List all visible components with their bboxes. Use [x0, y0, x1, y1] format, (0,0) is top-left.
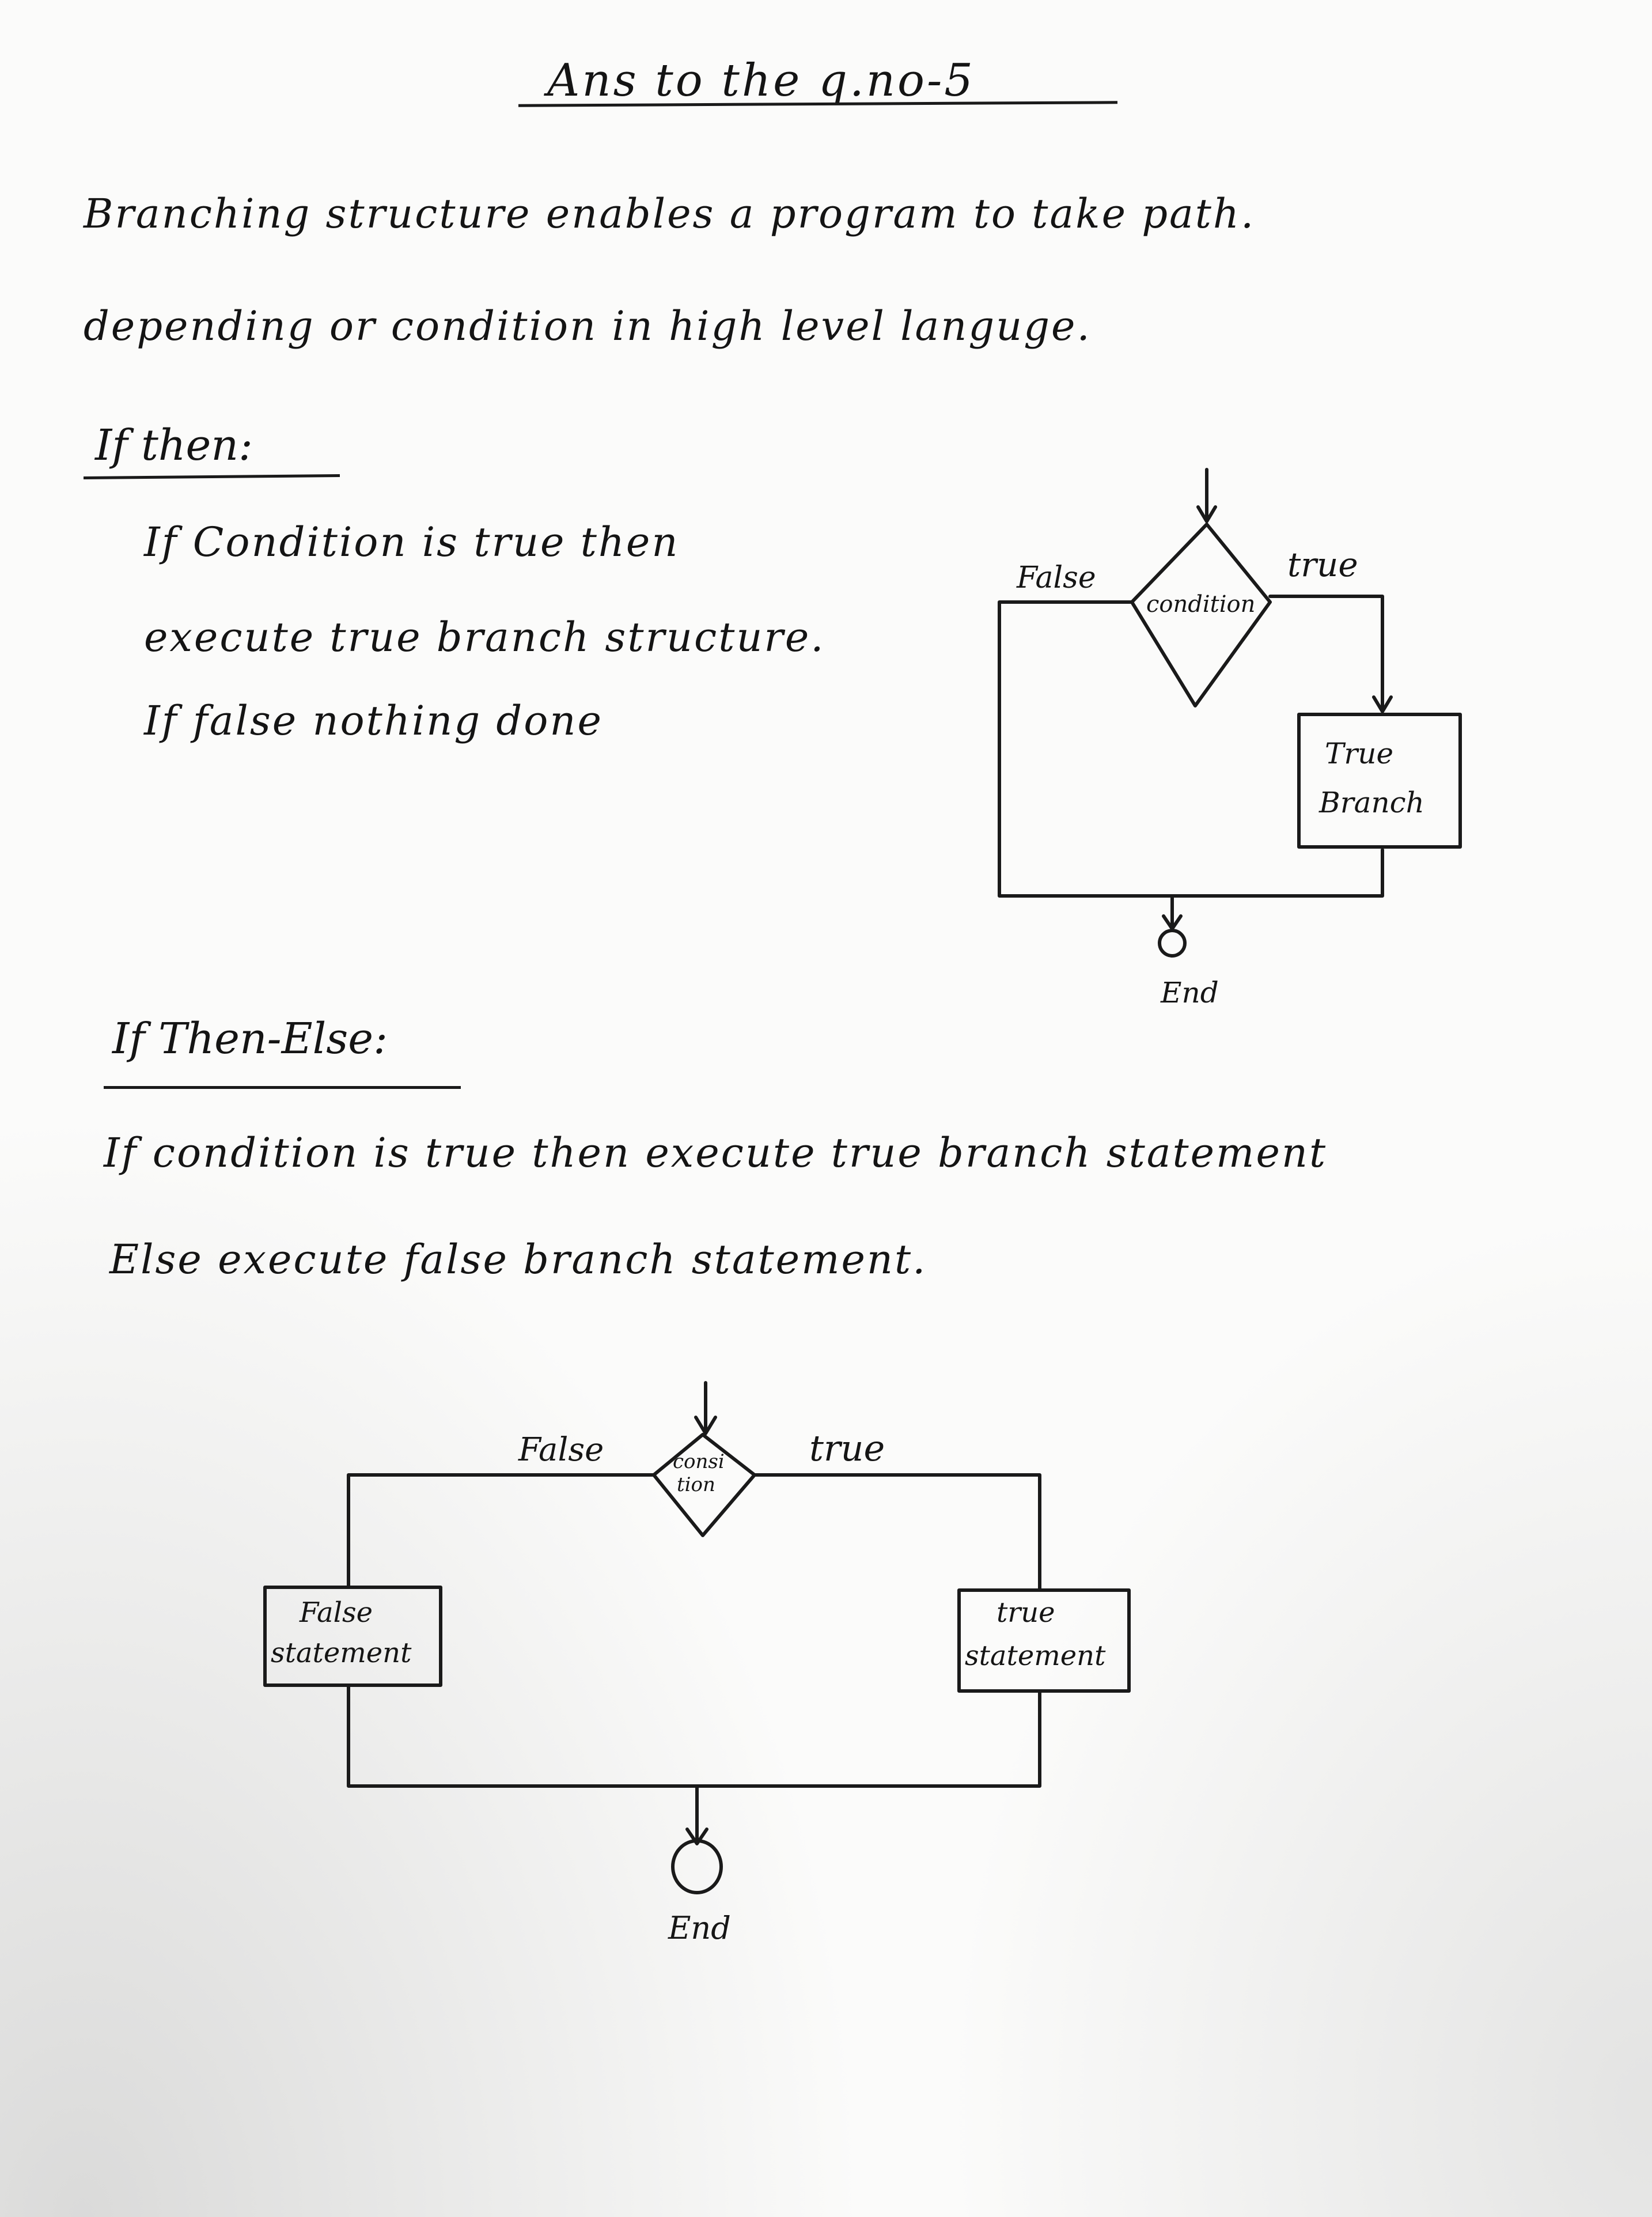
- if-then-else-merge-path: [347, 1683, 1041, 1788]
- if-then-else-end-terminal: [671, 1839, 723, 1894]
- if-then-else-false-box-label-1: False: [299, 1596, 373, 1629]
- intro-line-1: Branching structure enables a program to…: [84, 190, 1256, 237]
- if-then-else-true-label: true: [809, 1427, 885, 1469]
- if-then-else-line-2: Else execute false branch statement.: [109, 1236, 927, 1283]
- if-then-else-true-statement-box: [957, 1588, 1131, 1693]
- if-then-end-label: End: [1160, 976, 1219, 1009]
- if-then-else-heading: If Then-Else:: [112, 1014, 388, 1064]
- if-then-box-label-2: Branch: [1318, 786, 1424, 819]
- if-then-else-false-path: [347, 1473, 656, 1589]
- if-then-false-label: False: [1016, 561, 1096, 595]
- if-then-else-decision-label-2: tion: [677, 1473, 715, 1496]
- if-then-box-label-1: True: [1325, 737, 1393, 770]
- if-then-else-end-arrowhead: [685, 1828, 708, 1845]
- if-then-entry-arrowhead: [1196, 505, 1217, 523]
- if-then-end-terminal: [1158, 929, 1187, 958]
- if-then-else-false-label: False: [518, 1431, 604, 1469]
- if-then-false-path: [998, 600, 1384, 898]
- if-then-else-true-box-label-2: statement: [965, 1640, 1106, 1672]
- if-then-line-2: execute true branch structure.: [144, 614, 825, 661]
- if-then-else-true-box-label-1: true: [996, 1596, 1055, 1629]
- if-then-else-false-box-label-2: statement: [271, 1637, 412, 1669]
- if-then-else-true-path: [753, 1473, 1041, 1592]
- if-then-line-1: If Condition is true then: [144, 519, 680, 566]
- if-then-else-line-1: If condition is true then execute true b…: [104, 1129, 1328, 1176]
- intro-line-2: depending or condition in high level lan…: [84, 302, 1092, 350]
- if-then-decision-label: condition: [1146, 591, 1255, 618]
- if-then-else-end-label: End: [668, 1910, 731, 1946]
- if-then-decision-diamond: [1130, 523, 1272, 708]
- if-then-else-false-statement-box: [263, 1586, 442, 1687]
- if-then-else-decision-diamond: [652, 1433, 756, 1537]
- if-then-true-arrowhead: [1372, 695, 1393, 713]
- if-then-else-underline: [104, 1086, 461, 1089]
- if-then-true-path: [1268, 595, 1384, 710]
- if-then-heading: If then:: [95, 421, 253, 470]
- if-then-else-decision-label-1: consi: [673, 1450, 725, 1473]
- if-then-true-branch-box: [1297, 713, 1462, 849]
- if-then-line-3: If false nothing done: [144, 697, 603, 744]
- if-then-else-entry-arrowhead: [694, 1416, 717, 1435]
- if-then-true-label: true: [1287, 545, 1358, 584]
- page-title: Ans to the q.no-5: [547, 55, 975, 107]
